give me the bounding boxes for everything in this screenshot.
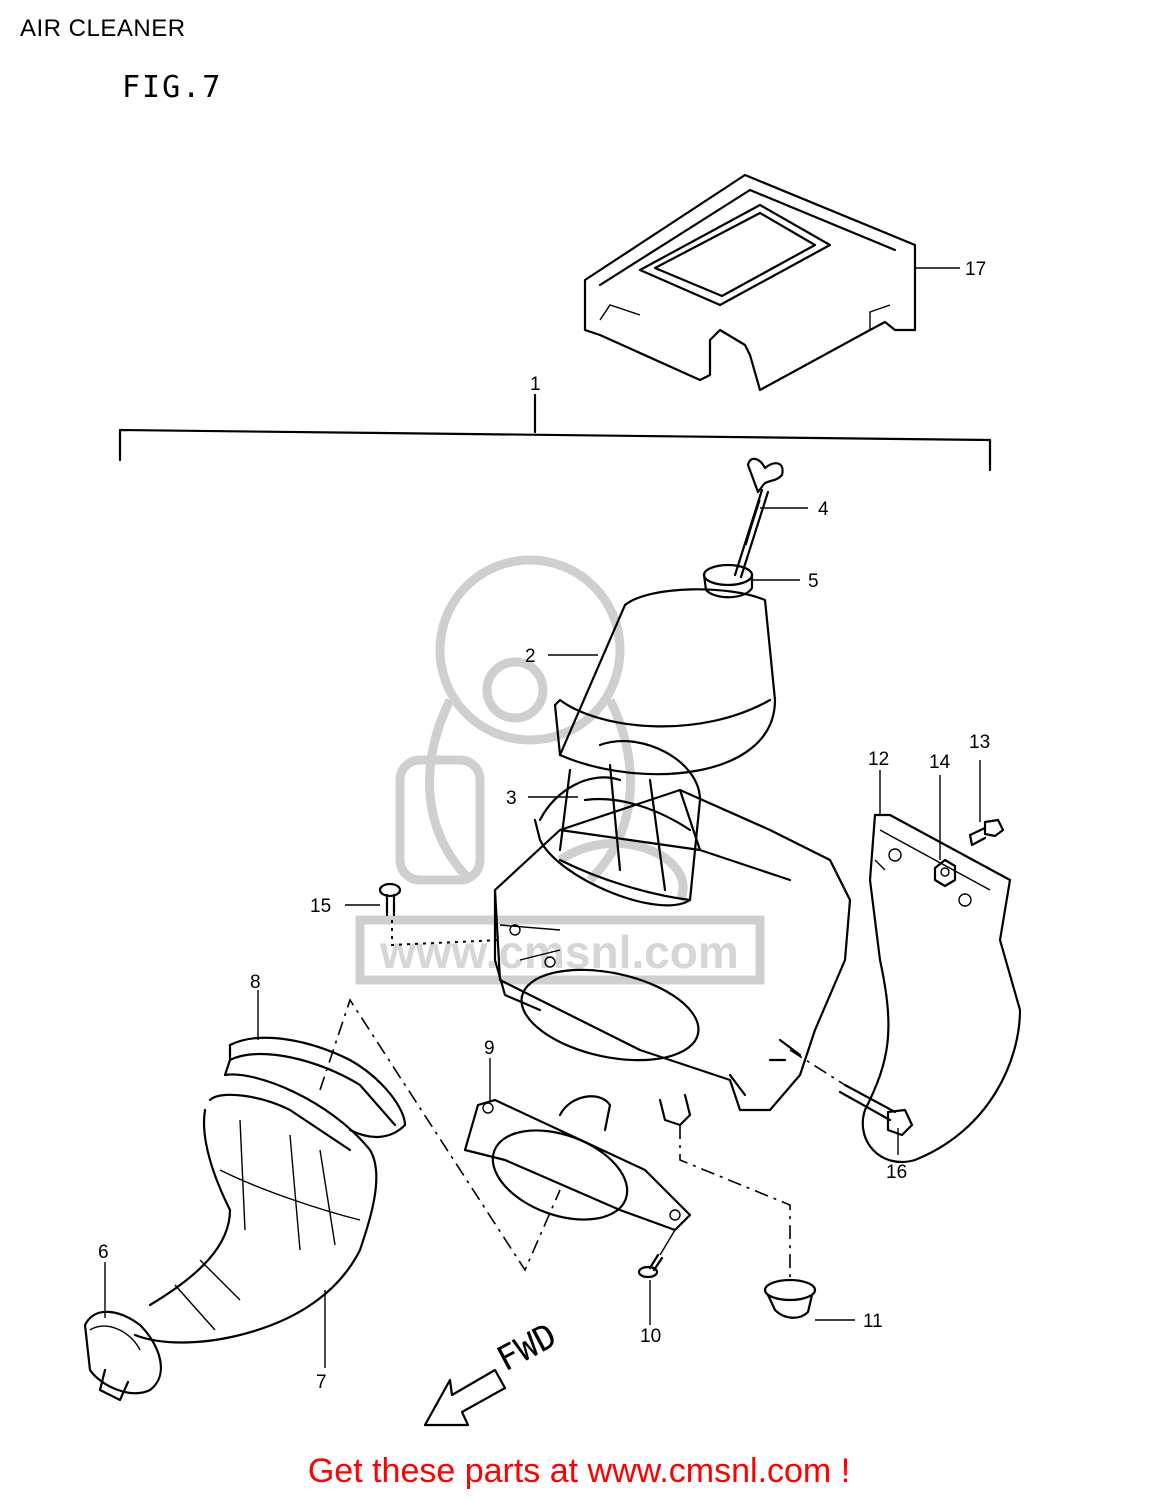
- part-13-bolt: [968, 818, 1005, 847]
- part-8-band: [223, 1036, 407, 1138]
- callout-16: 16: [886, 1162, 907, 1183]
- part-7-intake-tube: [133, 1073, 378, 1344]
- callout-2: 2: [525, 646, 536, 667]
- part-17-cover: [583, 173, 917, 392]
- callout-6: 6: [98, 1242, 109, 1263]
- leader-lines: [104, 267, 981, 1368]
- callout-7: 7: [316, 1372, 327, 1393]
- part-3-cage: [533, 740, 702, 907]
- part-10-screw: [637, 1229, 676, 1279]
- air-box-housing: [493, 788, 852, 1127]
- footer-link[interactable]: Get these parts at www.cmsnl.com !: [307, 1452, 851, 1490]
- callout-11: 11: [863, 1311, 883, 1332]
- part-15-screw: [378, 882, 501, 947]
- part-11-cap: [679, 1125, 817, 1319]
- callout-9: 9: [484, 1038, 495, 1059]
- callout-10: 10: [640, 1326, 661, 1347]
- callout-15: 15: [310, 896, 331, 917]
- part-16-bolt: [789, 1049, 914, 1137]
- page-title: AIR CLEANER: [20, 15, 186, 42]
- forward-arrow-icon: [423, 1368, 507, 1427]
- part-2-filter: [553, 588, 777, 776]
- part-14-nut: [933, 858, 957, 888]
- watermark-logo: [355, 555, 765, 985]
- watermark-url: www.cmsnl.com: [379, 926, 739, 978]
- callout-1: 1: [530, 374, 541, 395]
- footer-promo: Get these parts at www.cmsnl.com !: [0, 1452, 1158, 1491]
- figure-label: FIG.7: [122, 70, 223, 105]
- part-4-wing-bolt: [733, 457, 784, 579]
- part-6-clamp: [83, 1310, 162, 1402]
- callout-5: 5: [808, 571, 819, 592]
- callout-12: 12: [868, 749, 889, 770]
- callout-13: 13: [969, 732, 990, 753]
- callout-4: 4: [818, 499, 829, 520]
- direction-label: FWD: [490, 1316, 563, 1380]
- assembly-bracket: [118, 393, 992, 472]
- callout-8: 8: [250, 972, 261, 993]
- part-9-flange: [463, 1095, 692, 1232]
- part-5-ring: [702, 563, 754, 599]
- callout-3: 3: [506, 788, 517, 809]
- part-12-plate: [861, 813, 1022, 1163]
- callout-17: 17: [965, 259, 986, 280]
- callout-14: 14: [929, 752, 951, 773]
